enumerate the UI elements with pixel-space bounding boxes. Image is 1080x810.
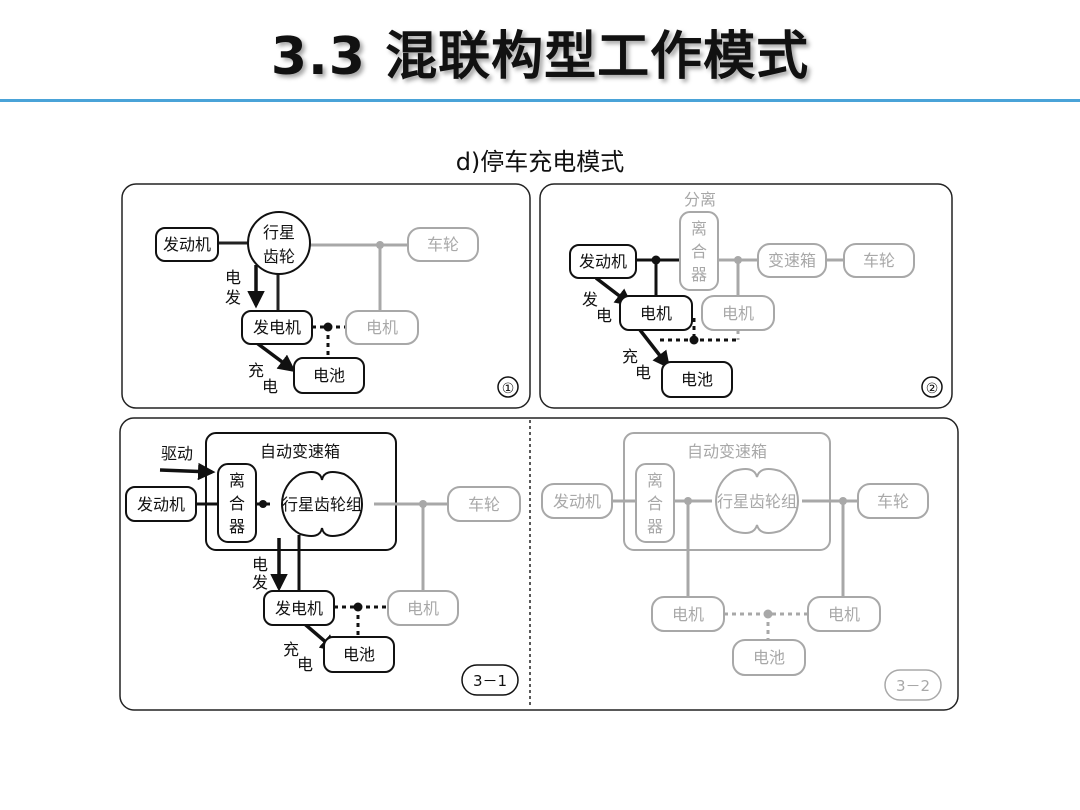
p4-clutch-2: 合 (647, 494, 663, 513)
p3-planetary-label: 行星齿轮组 (282, 495, 362, 514)
title-divider (0, 99, 1080, 102)
p3-clutch-1: 离 (229, 471, 245, 490)
bottom-panel-frame (119, 417, 959, 711)
p2-charge-label-a: 充 (622, 347, 638, 366)
p2-motor-active-label: 电机 (640, 304, 672, 323)
p1-engine-label: 发动机 (163, 235, 211, 254)
panel-2: 分离 发动机 离 合 器 变速箱 车轮 电机 电机 (539, 183, 953, 409)
panel-3-1: 自动变速箱 驱动 发动机 离 合 器 行星齿轮组 车轮 发电机 (125, 432, 521, 696)
p1-gen-label-b: 发 (225, 288, 241, 307)
p1-motor-label: 电机 (366, 318, 398, 337)
p3-motor-label: 电机 (407, 599, 439, 618)
p2-engine-label: 发动机 (579, 252, 627, 271)
p2-clutch-1: 离 (691, 219, 707, 238)
p4-planetary-label: 行星齿轮组 (717, 492, 797, 511)
p2-badge: ② (926, 381, 939, 397)
p3-gen-label-a: 电 (252, 555, 268, 574)
diagram-caption: d)停车充电模式 (455, 148, 625, 176)
p2-clutch-3: 器 (691, 265, 707, 284)
p2-gen-label-a: 发 (582, 290, 598, 309)
p1-wheel-label: 车轮 (427, 235, 459, 254)
p3-clutch-2: 合 (229, 494, 245, 513)
p3-auto-gearbox-label: 自动变速箱 (260, 442, 340, 461)
p2-clutch-2: 合 (691, 242, 707, 261)
p4-motor-right-label: 电机 (828, 605, 860, 624)
p4-battery-label: 电池 (753, 648, 785, 667)
p2-wheel-label: 车轮 (863, 251, 895, 270)
p4-clutch-1: 离 (647, 471, 663, 490)
p4-engine-label: 发动机 (553, 492, 601, 511)
p1-charge-label-b: 电 (262, 377, 278, 396)
panel-1: 发动机 行星 齿轮 车轮 发电机 电机 电池 电 发 充 电 ① (121, 183, 531, 409)
p2-gen-label-b: 电 (596, 306, 612, 325)
p1-battery-label: 电池 (313, 366, 345, 385)
p3-drive-label: 驱动 (161, 444, 193, 463)
p2-motor-inactive-label: 电机 (722, 304, 754, 323)
p4-clutch-3: 器 (647, 517, 663, 536)
p1-gen-label-a: 电 (225, 268, 241, 287)
p3-badge: 3－1 (473, 672, 507, 690)
p1-generator-label: 发电机 (253, 318, 301, 337)
p2-separate-label: 分离 (684, 190, 716, 209)
p4-badge: 3－2 (896, 677, 930, 695)
p3-engine-label: 发动机 (137, 495, 185, 514)
p1-planetary-label-2: 齿轮 (263, 247, 295, 266)
p4-wheel-label: 车轮 (877, 492, 909, 511)
p2-battery-label: 电池 (681, 370, 713, 389)
p3-gen-label-b: 发 (252, 573, 268, 592)
p1-badge: ① (502, 381, 515, 397)
p3-generator-label: 发电机 (275, 599, 323, 618)
p2-gearbox-label: 变速箱 (768, 251, 816, 270)
p3-charge-label-a: 充 (283, 640, 299, 659)
panel-3-2: 自动变速箱 发动机 离 合 器 行星齿轮组 车轮 电机 电机 电池 (541, 432, 942, 701)
p4-auto-gearbox-label: 自动变速箱 (687, 442, 767, 461)
slide-title: 3.3 混联构型工作模式 (270, 27, 810, 87)
p1-planetary-label-1: 行星 (263, 223, 295, 242)
p1-charge-label-a: 充 (248, 361, 264, 380)
p3-battery-label: 电池 (343, 645, 375, 664)
p3-clutch-3: 器 (229, 517, 245, 536)
p4-motor-left-label: 电机 (672, 605, 704, 624)
p2-charge-label-b: 电 (635, 363, 651, 382)
p3-charge-label-b: 电 (297, 655, 313, 674)
p3-wheel-label: 车轮 (468, 495, 500, 514)
